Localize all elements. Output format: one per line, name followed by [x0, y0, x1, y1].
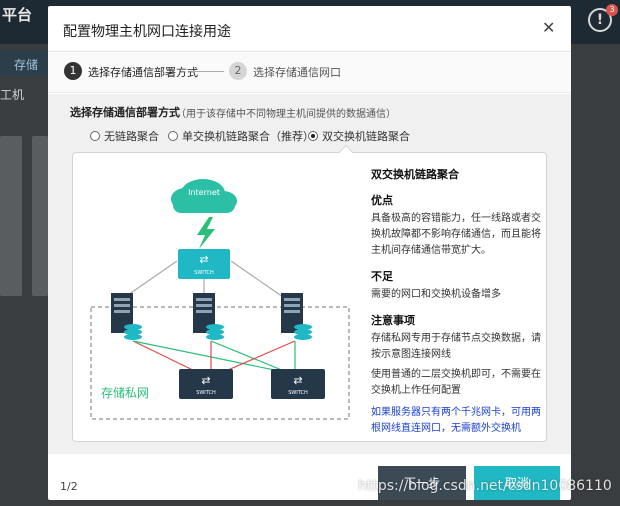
- option-label: 无链路聚合: [104, 130, 159, 143]
- watermark: https://blog.csdn.net/csdn10086110: [358, 478, 612, 494]
- topology-diagram: Internet ⇄ SWITCH: [90, 179, 350, 420]
- step-connector: [192, 71, 224, 72]
- storage-switch-icon: ⇄ SWITCH: [271, 369, 325, 399]
- option-dual-switch[interactable]: 双交换机链路聚合: [308, 128, 410, 144]
- notes-text-1: 存储私网专用于存储节点交换数据，请按示意图连接网线: [371, 333, 541, 360]
- alert-badge: 3: [606, 4, 618, 16]
- modal-footer: 1/2 下一步 取消: [48, 460, 571, 500]
- server-icon: [281, 293, 312, 340]
- background-card: [0, 136, 22, 296]
- switch-label: SWITCH: [288, 390, 308, 396]
- server-icon: [193, 293, 224, 340]
- step-2-label: 选择存储通信网口: [253, 66, 341, 79]
- step-2-number: 2: [229, 62, 247, 80]
- option-no-aggregation[interactable]: 无链路聚合: [90, 128, 159, 144]
- alert-icon: !: [588, 8, 612, 32]
- cancel-button[interactable]: 取消: [474, 466, 560, 500]
- section-label: 选择存储通信部署方式: [70, 106, 180, 119]
- option-description: 双交换机链路聚合 优点 具备极高的容错能力，任一线路或者交换机故障都不影响存储通…: [371, 167, 541, 437]
- modal-title: 配置物理主机网口连接用途: [63, 24, 231, 40]
- radio-icon: [168, 131, 178, 141]
- radio-icon: [90, 131, 100, 141]
- section-hint: （用于该存储中不同物理主机间提供的数据通信）: [176, 109, 396, 120]
- private-network-label: 存储私网: [101, 385, 149, 400]
- step-indicator: 1 选择存储通信部署方式 2 选择存储通信网口: [48, 53, 571, 93]
- server-icon: [111, 293, 142, 340]
- step-1-label: 选择存储通信部署方式: [88, 66, 198, 79]
- svg-text:⇄: ⇄: [199, 253, 208, 266]
- option-detail-card: Internet ⇄ SWITCH: [72, 144, 547, 442]
- switch-label: SWITCH: [196, 390, 216, 396]
- option-single-switch[interactable]: 单交换机链路聚合（推荐）: [168, 128, 314, 144]
- background-app-title: 平台: [2, 6, 33, 24]
- close-icon[interactable]: ✕: [542, 18, 556, 37]
- background-right-area: [572, 44, 620, 506]
- deployment-section: 选择存储通信部署方式 （用于该存储中不同物理主机间提供的数据通信） 无链路聚合 …: [48, 94, 571, 454]
- lightning-icon: [197, 217, 215, 249]
- private-network-boundary: [90, 306, 350, 420]
- pros-text: 具备极高的容错能力，任一线路或者交换机故障都不影响存储通信，而且能将主机间存储通…: [371, 213, 541, 256]
- internet-cloud-icon: Internet: [171, 179, 237, 213]
- option-label: 单交换机链路聚合（推荐）: [182, 130, 314, 143]
- step-1-number: 1: [64, 62, 82, 80]
- pros-title: 优点: [371, 194, 393, 207]
- switch-label: SWITCH: [194, 270, 214, 276]
- background-card: [32, 136, 48, 296]
- background-nav-label: 存储: [14, 58, 39, 72]
- storage-switch-icon: ⇄ SWITCH: [179, 369, 233, 399]
- notes-blue-text: 如果服务器只有两个千兆网卡，可用两根网线直连网口，无需额外交换机: [371, 407, 541, 434]
- option-label: 双交换机链路聚合: [322, 130, 410, 143]
- notes-title: 注意事项: [371, 314, 415, 327]
- modal-header: 配置物理主机网口连接用途 ✕: [48, 6, 571, 52]
- description-heading: 双交换机链路聚合: [371, 168, 459, 181]
- next-button[interactable]: 下一步: [378, 466, 466, 500]
- svg-text:⇄: ⇄: [293, 374, 302, 387]
- config-modal: 配置物理主机网口连接用途 ✕ 1 选择存储通信部署方式 2 选择存储通信网口 选…: [48, 6, 571, 500]
- cons-text: 需要的网口和交换机设备增多: [371, 289, 501, 300]
- radio-selected-icon: [308, 131, 318, 141]
- background-side-label: 工机: [0, 88, 25, 102]
- page-indicator: 1/2: [60, 480, 78, 493]
- background-nav-tab: [0, 50, 48, 76]
- cons-title: 不足: [371, 270, 393, 283]
- notes-text-2: 使用普通的二层交换机即可，不需要在交换机上作任何配置: [371, 369, 541, 396]
- svg-text:⇄: ⇄: [201, 374, 210, 387]
- core-switch-icon: ⇄ SWITCH: [178, 249, 230, 279]
- internet-label: Internet: [188, 188, 220, 197]
